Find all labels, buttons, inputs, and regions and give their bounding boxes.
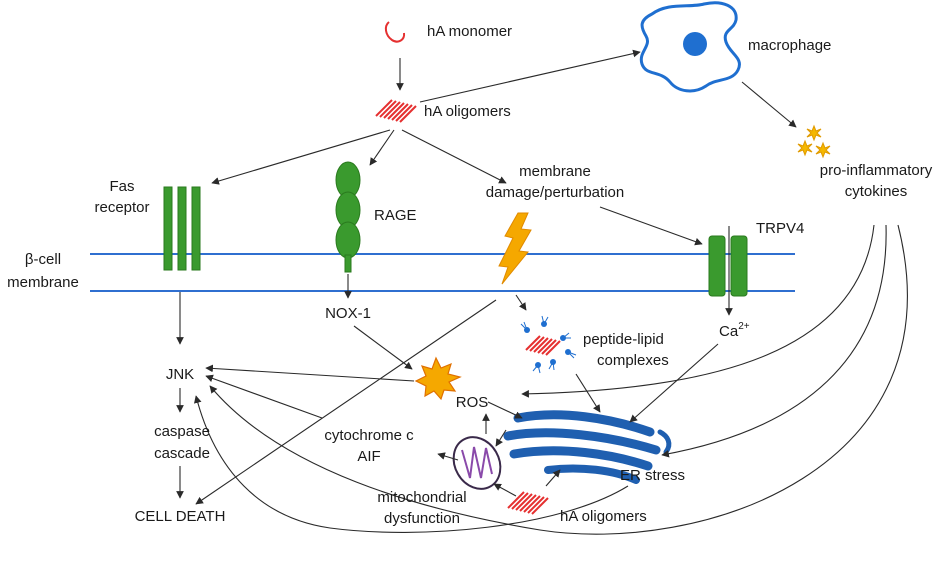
macrophage-icon xyxy=(639,1,741,93)
peptide-label-line2: complexes xyxy=(597,352,669,369)
er-icon xyxy=(503,410,672,484)
bcell-label-line1: β-cell xyxy=(25,251,61,268)
rage-label: RAGE xyxy=(374,207,417,224)
peptide-label-line1: peptide-lipid xyxy=(583,331,664,348)
nox1-label: NOX-1 xyxy=(325,305,371,322)
caspase-label-line1: caspase xyxy=(154,423,210,440)
fas-label-line2: receptor xyxy=(94,199,149,216)
ha-monomer-label: hA monomer xyxy=(427,23,512,40)
cytochrome-label-line2: AIF xyxy=(357,448,380,465)
cytochrome-label-line1: cytochrome c xyxy=(324,427,414,444)
fas-label-line1: Fas xyxy=(109,178,134,195)
ha-monomer-icon xyxy=(384,21,406,43)
cytokines-label-line2: cytokines xyxy=(845,183,908,200)
caspase-label-line2: cascade xyxy=(154,445,210,462)
ca-label-main: Ca xyxy=(719,323,739,340)
cytokine-icon xyxy=(797,124,831,159)
trpv4-channel-icon xyxy=(708,235,748,297)
damage-label-line1: membrane xyxy=(519,163,591,180)
ca-label: Ca2+ xyxy=(719,321,750,340)
ha-oligomers-top-icon xyxy=(375,99,417,123)
ca-label-sup: 2+ xyxy=(738,321,750,332)
peptide-lipid-icon xyxy=(520,315,577,374)
ha-oligomers-bottom-label: hA oligomers xyxy=(560,508,647,525)
ros-label: ROS xyxy=(456,394,489,411)
trpv4-label: TRPV4 xyxy=(756,220,804,237)
mito-label-line2: dysfunction xyxy=(384,510,460,527)
jnk-label: JNK xyxy=(166,366,194,383)
er-stress-label: ER stress xyxy=(620,467,685,484)
lightning-icon xyxy=(498,212,532,285)
pathway-arrows xyxy=(176,49,908,535)
ha-oligomers-bottom-icon xyxy=(507,491,549,515)
bcell-label-line2: membrane xyxy=(7,274,79,291)
mitochondrion-icon xyxy=(452,436,502,490)
fas-receptor-icon xyxy=(163,186,201,271)
damage-label-line2: damage/perturbation xyxy=(486,184,624,201)
mito-label-line1: mitochondrial xyxy=(377,489,466,506)
cytokines-label-line1: pro-inflammatory xyxy=(820,162,933,179)
rage-receptor-icon xyxy=(335,161,361,273)
ros-burst-icon xyxy=(414,356,462,401)
ha-oligomers-top-label: hA oligomers xyxy=(424,103,511,120)
cell-death-label: CELL DEATH xyxy=(135,508,226,525)
macrophage-label: macrophage xyxy=(748,37,831,54)
